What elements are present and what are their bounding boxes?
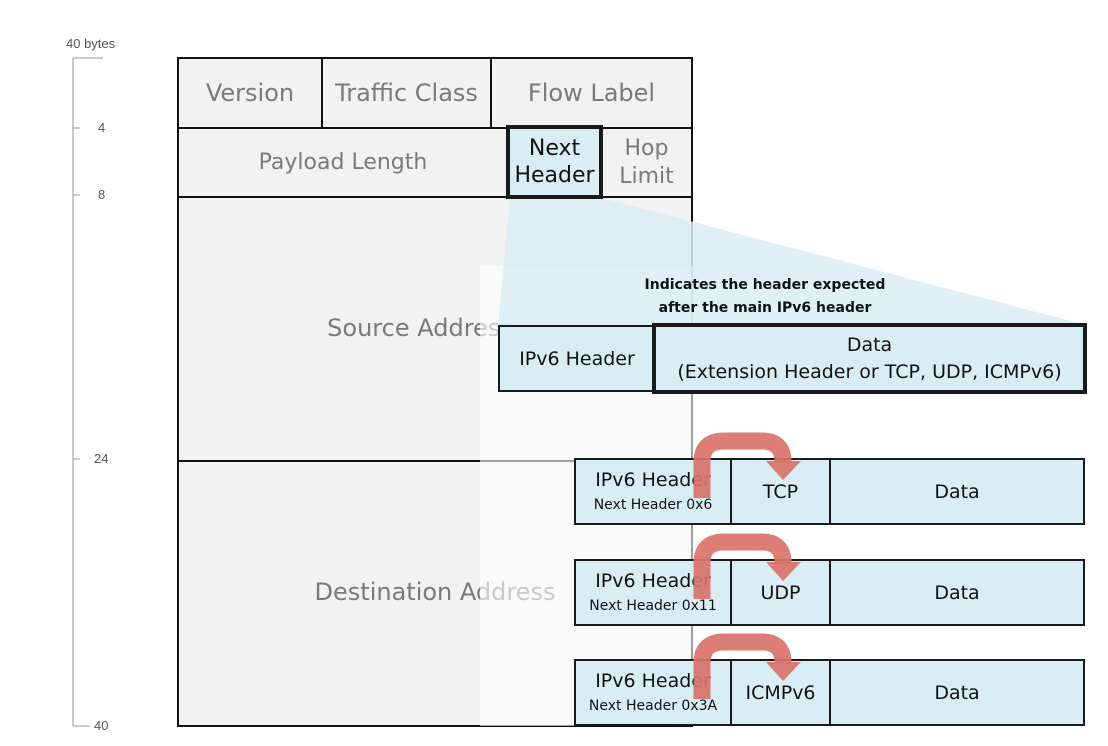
version-label: Version: [205, 79, 295, 107]
example-icmpv6-header-label: IPv6 Header: [595, 669, 711, 692]
payload-length-field: Payload Length: [177, 127, 509, 198]
next-header-field: Next Header: [506, 125, 603, 199]
example-udp-data: Data: [829, 559, 1085, 626]
example-udp-header-label: IPv6 Header: [595, 569, 711, 592]
flow-label-label: Flow Label: [527, 79, 656, 107]
example-udp-header: IPv6 Header Next Header 0x11: [574, 559, 732, 626]
packet-data: Data (Extension Header or TCP, UDP, ICMP…: [652, 323, 1087, 394]
next-header-line1: Next: [528, 135, 581, 161]
example-tcp-data-label: Data: [934, 480, 980, 503]
callout-caption: Indicates the header expected after the …: [620, 274, 910, 320]
scale-tick-24: 24: [94, 451, 109, 466]
example-udp-data-label: Data: [934, 581, 980, 604]
callout-line1: Indicates the header expected: [644, 277, 886, 293]
example-udp-proto-label: UDP: [760, 581, 801, 604]
example-tcp-proto: TCP: [730, 458, 831, 525]
example-icmpv6-proto: ICMPv6: [730, 659, 831, 726]
example-icmpv6-next-header: Next Header 0x3A: [588, 697, 718, 714]
example-icmpv6-header: IPv6 Header Next Header 0x3A: [574, 659, 732, 726]
scale-tick-8: 8: [98, 187, 106, 202]
scale-top-label: 40 bytes: [66, 36, 116, 51]
example-tcp-header: IPv6 Header Next Header 0x6: [574, 458, 732, 525]
example-icmpv6-data-label: Data: [934, 681, 980, 704]
hop-limit-line2: Limit: [619, 163, 674, 189]
example-tcp-proto-label: TCP: [762, 480, 799, 503]
hop-limit-line1: Hop: [624, 136, 669, 161]
example-tcp-data: Data: [829, 458, 1085, 525]
packet-header-label: IPv6 Header: [519, 347, 635, 370]
version-field: Version: [177, 57, 323, 129]
scale-tick-40: 40: [94, 718, 109, 733]
scale-tick-4: 4: [98, 120, 106, 135]
packet-ipv6-header: IPv6 Header: [498, 325, 656, 392]
payload-length-label: Payload Length: [258, 150, 428, 175]
byte-scale: [72, 57, 103, 727]
example-icmpv6-data: Data: [829, 659, 1085, 726]
traffic-class-label: Traffic Class: [335, 79, 478, 107]
next-header-line2: Header: [514, 163, 595, 188]
example-tcp-header-label: IPv6 Header: [595, 468, 711, 491]
example-icmpv6-proto-label: ICMPv6: [745, 681, 816, 704]
example-udp-proto: UDP: [730, 559, 831, 626]
callout-line2: after the main IPv6 header: [658, 300, 872, 317]
packet-data-line2: (Extension Header or TCP, UDP, ICMPv6): [677, 360, 1062, 383]
packet-data-line1: Data: [846, 333, 893, 356]
example-tcp-next-header: Next Header 0x6: [593, 496, 713, 513]
example-udp-next-header: Next Header 0x11: [589, 597, 717, 614]
